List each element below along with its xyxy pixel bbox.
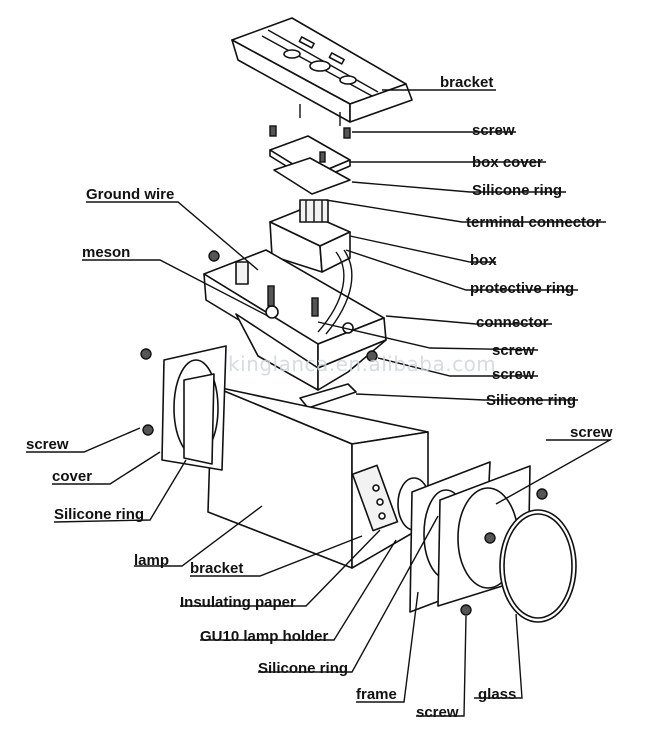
label-meson: meson bbox=[82, 244, 131, 261]
left-cover-part bbox=[140, 345, 227, 471]
label-silicone-ring-left: Silicone ring bbox=[54, 506, 145, 523]
label-glass: glass bbox=[478, 686, 517, 703]
label-insulating-paper: Insulating paper bbox=[180, 594, 296, 611]
label-frame: frame bbox=[356, 686, 397, 703]
right-assembly-part bbox=[397, 461, 577, 623]
label-cover: cover bbox=[52, 468, 93, 485]
label-screw-2: screw bbox=[492, 342, 535, 359]
label-box: box bbox=[470, 252, 497, 269]
label-silicone-ring-bottom: Silicone ring bbox=[258, 660, 349, 677]
top-bracket-part bbox=[231, 17, 413, 123]
label-protective-ring: protective ring bbox=[470, 280, 575, 297]
label-silicone-ring-2: Silicone ring bbox=[486, 392, 577, 409]
label-gu10-lamp-holder: GU10 lamp holder bbox=[200, 628, 329, 645]
label-ground-wire: Ground wire bbox=[86, 186, 175, 203]
label-box-cover: box cover bbox=[472, 154, 543, 171]
lamp-body-part bbox=[207, 385, 429, 569]
label-bracket-top: bracket bbox=[440, 74, 494, 91]
leader-lines bbox=[26, 89, 613, 717]
label-lamp: lamp bbox=[134, 552, 170, 569]
label-silicone-ring-1: Silicone ring bbox=[472, 182, 563, 199]
label-connector: connector bbox=[476, 314, 549, 331]
label-screw-left: screw bbox=[26, 436, 69, 453]
label-bracket-bottom: bracket bbox=[190, 560, 244, 577]
label-terminal-connector: terminal connector bbox=[466, 214, 602, 231]
label-screw-bottom: screw bbox=[416, 704, 459, 721]
label-screw-right: screw bbox=[570, 424, 613, 441]
screw-pair-top bbox=[269, 125, 351, 139]
label-screw-3: screw bbox=[492, 366, 535, 383]
label-screw-1: screw bbox=[472, 122, 515, 139]
watermark-text: kinglanca.en.alibaba.com bbox=[228, 352, 497, 376]
